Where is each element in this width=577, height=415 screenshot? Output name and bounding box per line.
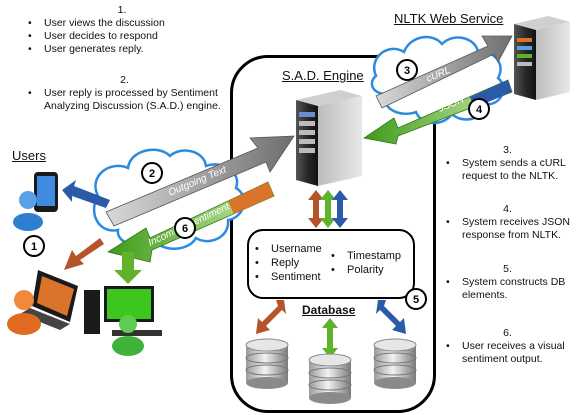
step-4-list: System receives JSON response from NLTK. [440, 216, 575, 242]
step-5-bullet-1: System constructs DB elements. [440, 276, 575, 302]
step-2-number: 2. [120, 74, 129, 86]
user-green-icon [112, 315, 144, 356]
user-orange-icon [7, 290, 41, 335]
json-label: JSON [436, 94, 466, 115]
cloud-icon [92, 148, 246, 250]
step-5-list: System constructs DB elements. [440, 276, 575, 302]
step-1-bullet-3: User generates reply. [22, 43, 222, 56]
engine-heading: S.A.D. Engine [282, 68, 364, 83]
step-3-block: 3. System sends a cURL request to the NL… [440, 144, 575, 183]
step-4-block: 4. System receives JSON response from NL… [440, 203, 575, 242]
step-2-block: 2. User reply is processed by Sentiment … [22, 74, 227, 113]
nltk-heading: NLTK Web Service [394, 11, 504, 26]
step-1-bullet-2: User decides to respond [22, 30, 222, 43]
users-heading: Users [12, 148, 46, 163]
field-sentiment: Sentiment [249, 270, 339, 284]
phone-icon [34, 172, 58, 212]
step-2-list: User reply is processed by Sentiment Ana… [22, 87, 227, 113]
users-green-arrow [114, 252, 142, 284]
field-polarity: Polarity [325, 263, 415, 277]
step-6-number: 6. [503, 327, 512, 339]
laptop-icon [20, 270, 78, 330]
step-1-list: User views the discussion User decides t… [22, 17, 222, 56]
incoming-sentiment-label: Incoming Sentiment [147, 201, 233, 249]
user-blue-icon [13, 191, 43, 231]
field-timestamp: Timestamp [325, 249, 415, 263]
nltk-server-icon [514, 16, 570, 100]
badge-1-text: 1 [31, 241, 37, 253]
badge-4: 4 [468, 98, 490, 120]
step-6-bullet-1: User receives a visual sentiment output. [440, 340, 575, 366]
step-4-bullet-1: System receives JSON response from NLTK. [440, 216, 575, 242]
step-3-number: 3. [503, 144, 512, 156]
badge-6-text: 6 [182, 223, 188, 235]
users-blue-arrow [62, 180, 110, 208]
step-3-list: System sends a cURL request to the NLTK. [440, 157, 575, 183]
step-6-block: 6. User receives a visual sentiment outp… [440, 327, 575, 366]
step-2-bullet-1: User reply is processed by Sentiment Ana… [22, 87, 227, 113]
field-reply: Reply [249, 256, 339, 270]
step-1-block: 1. User views the discussion User decide… [22, 4, 222, 56]
users-brown-arrow [64, 238, 104, 270]
database-label: Database [302, 303, 356, 317]
outgoing-text-label: Outgoing Text [167, 164, 229, 199]
badge-4-text: 4 [476, 104, 483, 116]
step-3-bullet-1: System sends a cURL request to the NLTK. [440, 157, 575, 183]
desktop-icon [84, 286, 162, 336]
badge-2-text: 2 [149, 168, 155, 180]
step-5-block: 5. System constructs DB elements. [440, 263, 575, 302]
step-4-number: 4. [503, 203, 512, 215]
db-fields-box: Username Reply Sentiment Timestamp Polar… [247, 229, 415, 299]
badge-1: 1 [23, 235, 45, 257]
step-1-bullet-1: User views the discussion [22, 17, 222, 30]
step-1-number: 1. [117, 4, 127, 16]
fields-right-list: Timestamp Polarity [325, 249, 415, 277]
step-6-list: User receives a visual sentiment output. [440, 340, 575, 366]
badge-2: 2 [141, 162, 163, 184]
badge-6: 6 [174, 217, 196, 239]
step-5-number: 5. [503, 263, 512, 275]
